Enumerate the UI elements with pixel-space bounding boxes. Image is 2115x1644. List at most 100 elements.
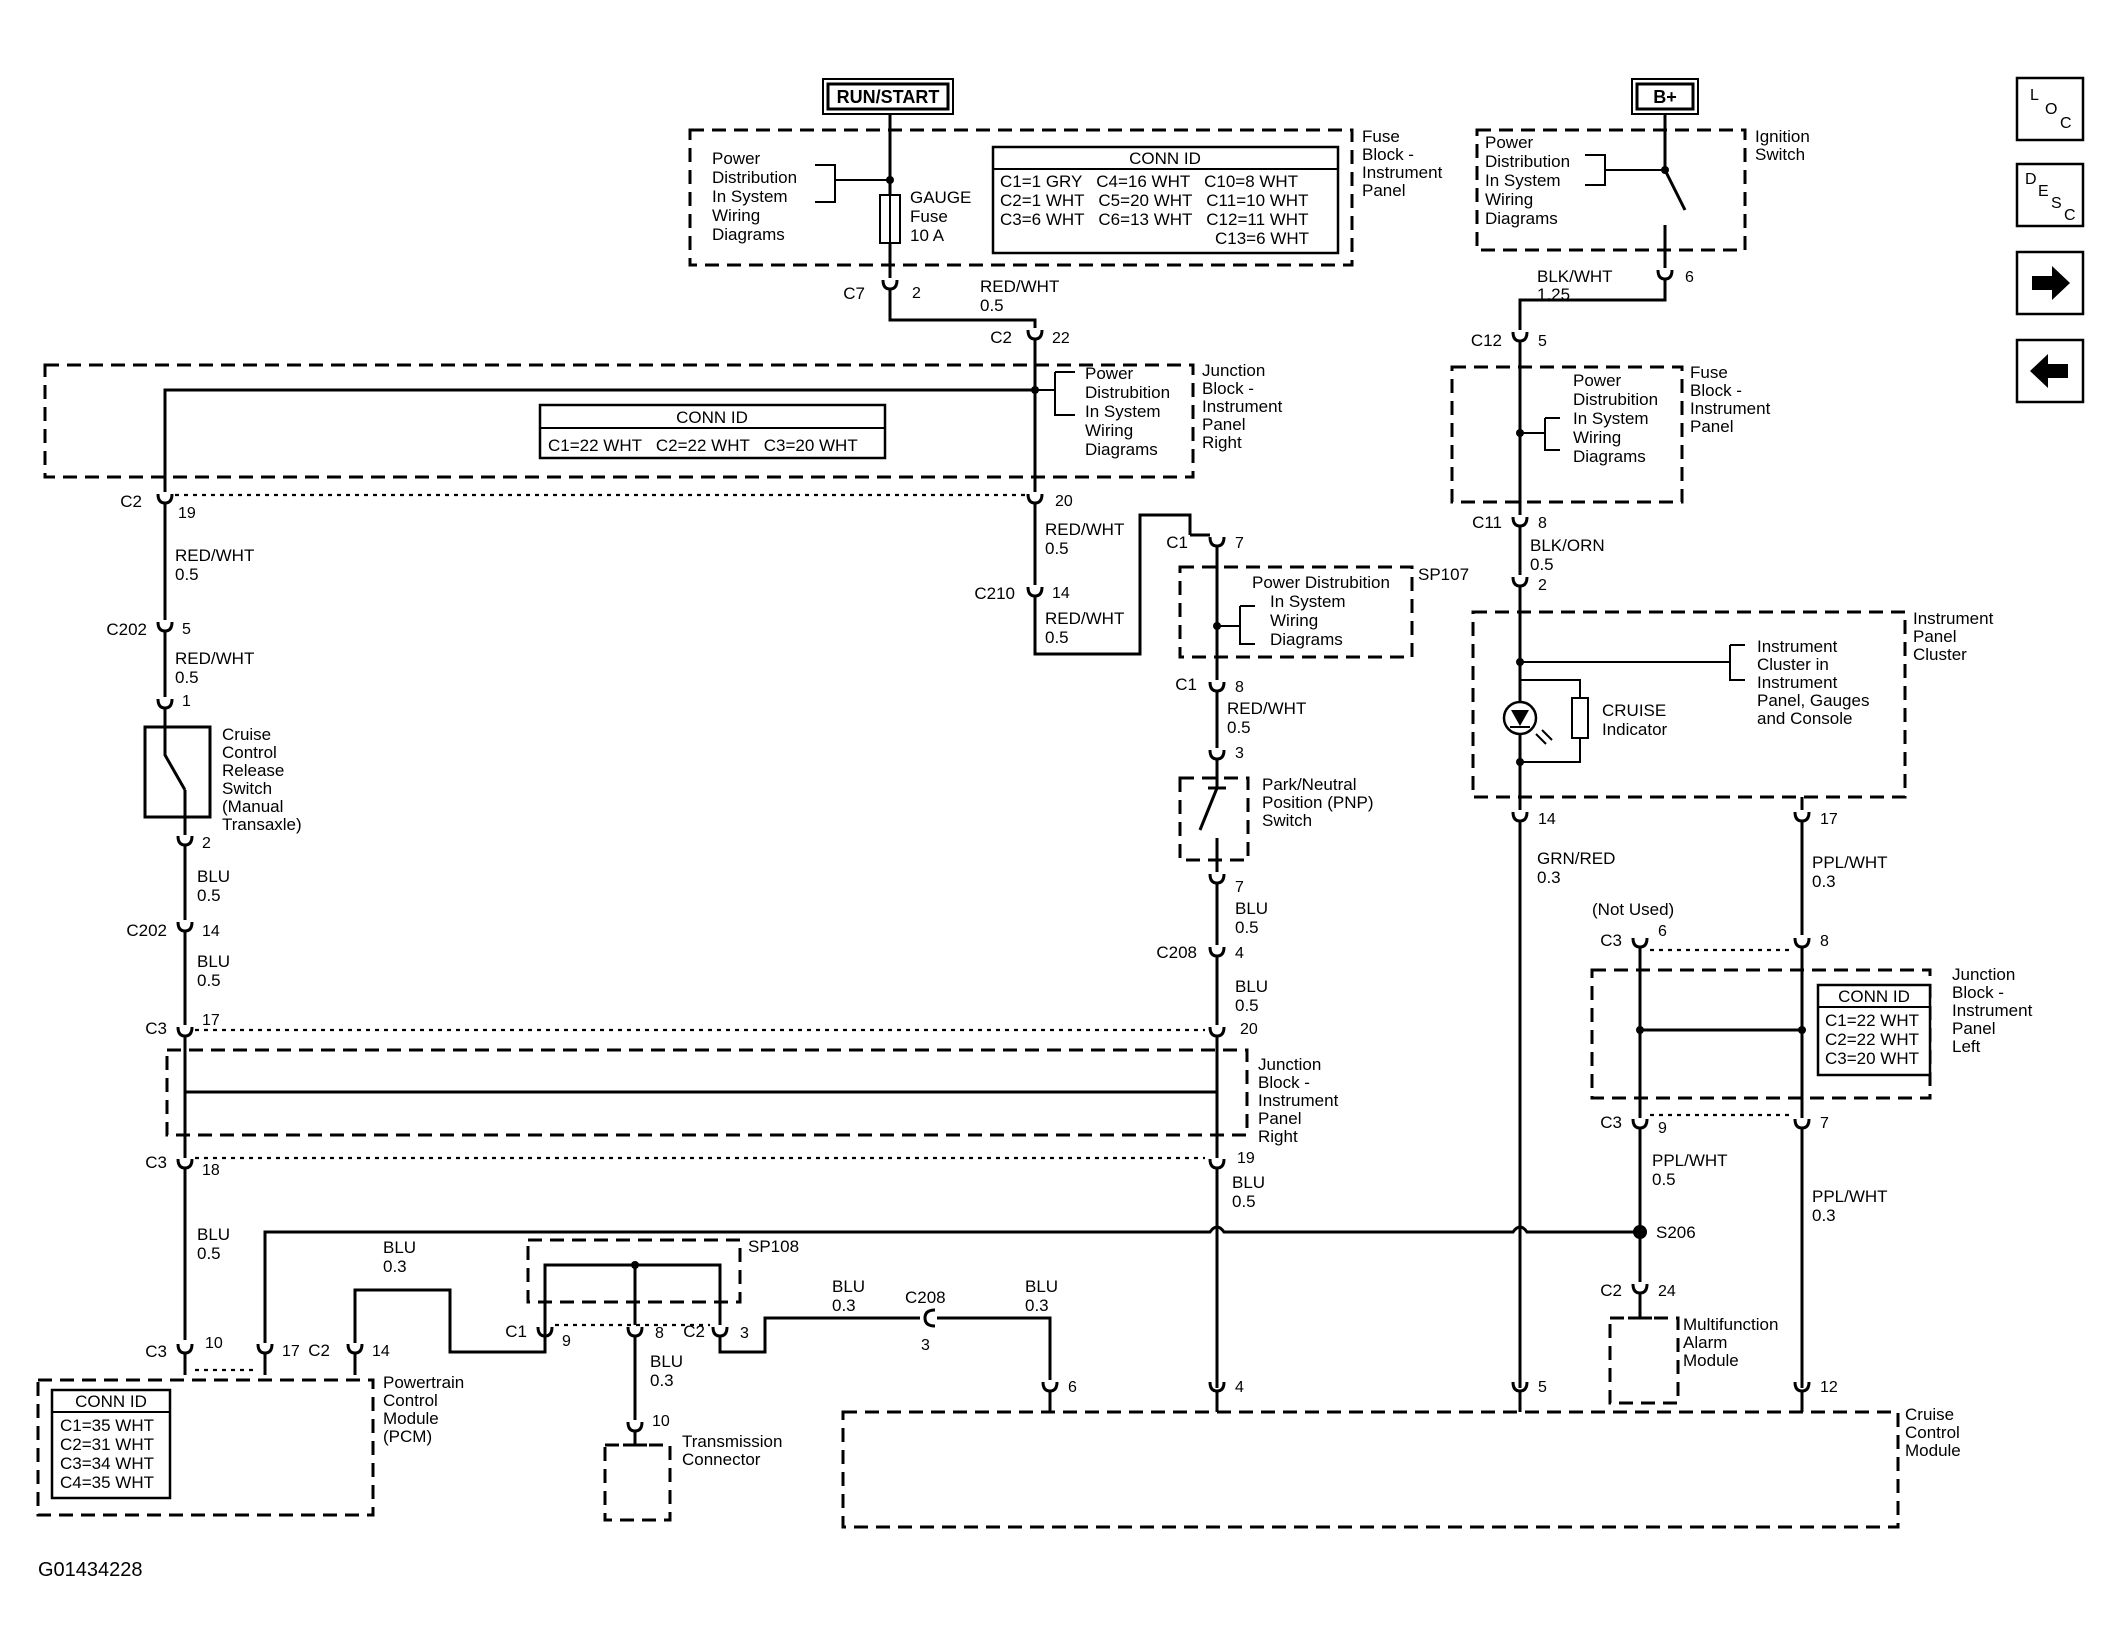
- svg-text:(PCM): (PCM): [383, 1427, 432, 1446]
- multifunction-alarm-module: Multifunction Alarm Module: [1608, 1315, 1778, 1405]
- svg-text:C3: C3: [145, 1153, 167, 1172]
- svg-text:2: 2: [202, 835, 211, 852]
- svg-text:Distribution: Distribution: [1485, 152, 1570, 171]
- svg-text:RED/WHT: RED/WHT: [980, 277, 1059, 296]
- svg-text:Block -: Block -: [1202, 379, 1254, 398]
- svg-text:C4=35 WHT: C4=35 WHT: [60, 1473, 154, 1492]
- svg-text:C7: C7: [843, 284, 865, 303]
- svg-text:Switch: Switch: [1262, 811, 1312, 830]
- svg-text:In System: In System: [1270, 592, 1346, 611]
- svg-text:0.5: 0.5: [1045, 539, 1069, 558]
- svg-text:RED/WHT: RED/WHT: [175, 649, 254, 668]
- svg-text:C1=22 WHT C2=22 WHT C3=20: C1=22 WHT C2=22 WHT C3=20 WHT: [548, 436, 858, 455]
- svg-text:Transaxle): Transaxle): [222, 815, 302, 834]
- conn-id-table-junction-left: CONN ID C1=22 WHT C2=22 WHT C3=20 WHT: [1816, 983, 1932, 1077]
- svg-text:0.5: 0.5: [1530, 555, 1554, 574]
- svg-text:9: 9: [1658, 1120, 1667, 1137]
- svg-text:20: 20: [1240, 1021, 1258, 1038]
- svg-text:C3: C3: [145, 1342, 167, 1361]
- previous-arrow-button[interactable]: [2015, 338, 2085, 404]
- svg-text:and Console: and Console: [1757, 709, 1852, 728]
- svg-text:Distrubition: Distrubition: [1085, 383, 1170, 402]
- svg-text:Distrubition: Distrubition: [1573, 390, 1658, 409]
- svg-text:Diagrams: Diagrams: [1270, 630, 1343, 649]
- svg-text:SP107: SP107: [1418, 565, 1469, 584]
- svg-text:Ignition: Ignition: [1755, 127, 1810, 146]
- svg-text:0.3: 0.3: [1025, 1296, 1049, 1315]
- svg-text:19: 19: [178, 505, 196, 522]
- svg-text:BLU: BLU: [383, 1238, 416, 1257]
- svg-text:14: 14: [1538, 811, 1556, 828]
- fuse-block-instrument-panel-right: Power Distrubition In System Wiring Diag…: [1450, 341, 1771, 515]
- svg-text:0.3: 0.3: [1812, 1206, 1836, 1225]
- svg-text:Panel: Panel: [1913, 627, 1956, 646]
- svg-text:C2: C2: [308, 1341, 330, 1360]
- svg-text:Left: Left: [1952, 1037, 1981, 1056]
- svg-text:C2=22 WHT: C2=22 WHT: [1825, 1030, 1919, 1049]
- svg-text:Switch: Switch: [222, 779, 272, 798]
- instrument-panel-cluster: CRUISE Indicator Instrument Cluster in I…: [1471, 586, 1994, 810]
- svg-text:8: 8: [1235, 679, 1244, 696]
- svg-text:24: 24: [1658, 1283, 1676, 1300]
- location-button[interactable]: L O C: [2015, 76, 2085, 142]
- svg-text:Power: Power: [1573, 371, 1622, 390]
- svg-text:Panel: Panel: [1690, 417, 1733, 436]
- svg-text:Release: Release: [222, 761, 284, 780]
- svg-text:0.3: 0.3: [832, 1296, 856, 1315]
- svg-text:C3=20 WHT: C3=20 WHT: [1825, 1049, 1919, 1068]
- svg-text:(Not Used): (Not Used): [1592, 900, 1674, 919]
- arrow-left-icon: [2030, 354, 2068, 388]
- svg-text:C2: C2: [990, 328, 1012, 347]
- description-button[interactable]: D E S C: [2015, 162, 2085, 228]
- svg-text:18: 18: [202, 1162, 220, 1179]
- svg-text:In System: In System: [712, 187, 788, 206]
- svg-text:BLU: BLU: [1235, 977, 1268, 996]
- arrow-right-icon: [2032, 266, 2070, 300]
- svg-text:BLU: BLU: [832, 1277, 865, 1296]
- svg-text:Wiring: Wiring: [1270, 611, 1318, 630]
- svg-text:C: C: [2064, 207, 2076, 224]
- svg-text:C208: C208: [905, 1288, 946, 1307]
- svg-text:C3: C3: [145, 1019, 167, 1038]
- svg-text:5: 5: [1538, 1379, 1547, 1396]
- svg-text:RED/WHT: RED/WHT: [1227, 699, 1306, 718]
- svg-text:0.5: 0.5: [1235, 996, 1259, 1015]
- svg-text:RED/WHT: RED/WHT: [1045, 520, 1124, 539]
- svg-text:BLU: BLU: [1025, 1277, 1058, 1296]
- svg-text:10: 10: [205, 1335, 223, 1352]
- svg-text:S: S: [2051, 195, 2062, 212]
- svg-text:Powertrain: Powertrain: [383, 1373, 464, 1392]
- svg-text:E: E: [2038, 183, 2049, 200]
- svg-text:B+: B+: [1653, 87, 1677, 107]
- next-arrow-button[interactable]: [2015, 250, 2085, 316]
- svg-text:17: 17: [1820, 811, 1838, 828]
- svg-text:17: 17: [282, 1343, 300, 1360]
- svg-text:0.3: 0.3: [1812, 872, 1836, 891]
- svg-text:Power: Power: [1085, 364, 1134, 383]
- svg-text:Instrument: Instrument: [1202, 397, 1283, 416]
- svg-text:6: 6: [1068, 1379, 1077, 1396]
- svg-text:Instrument: Instrument: [1690, 399, 1771, 418]
- svg-text:0.3: 0.3: [383, 1257, 407, 1276]
- svg-text:Block -: Block -: [1362, 145, 1414, 164]
- svg-text:1.25: 1.25: [1537, 285, 1570, 304]
- svg-text:GRN/RED: GRN/RED: [1537, 849, 1615, 868]
- svg-text:Connector: Connector: [682, 1450, 761, 1469]
- svg-text:C2=31 WHT: C2=31 WHT: [60, 1435, 154, 1454]
- svg-text:C2: C2: [120, 492, 142, 511]
- svg-text:Wiring: Wiring: [712, 206, 760, 225]
- svg-text:14: 14: [372, 1343, 390, 1360]
- svg-text:20: 20: [1055, 493, 1073, 510]
- svg-text:Cluster in: Cluster in: [1757, 655, 1829, 674]
- svg-text:Fuse: Fuse: [1690, 363, 1728, 382]
- svg-text:C1=1 GRY C4=16 WHT C10=8 W: C1=1 GRY C4=16 WHT C10=8 WHT: [1000, 172, 1298, 191]
- svg-text:6: 6: [1685, 269, 1694, 286]
- svg-text:Control: Control: [383, 1391, 438, 1410]
- svg-text:3: 3: [740, 1325, 749, 1342]
- svg-text:BLU: BLU: [197, 952, 230, 971]
- svg-text:C3: C3: [1600, 931, 1622, 950]
- svg-text:0.5: 0.5: [175, 668, 199, 687]
- svg-text:Instrument: Instrument: [1757, 637, 1838, 656]
- svg-text:7: 7: [1235, 879, 1244, 896]
- svg-text:Module: Module: [383, 1409, 439, 1428]
